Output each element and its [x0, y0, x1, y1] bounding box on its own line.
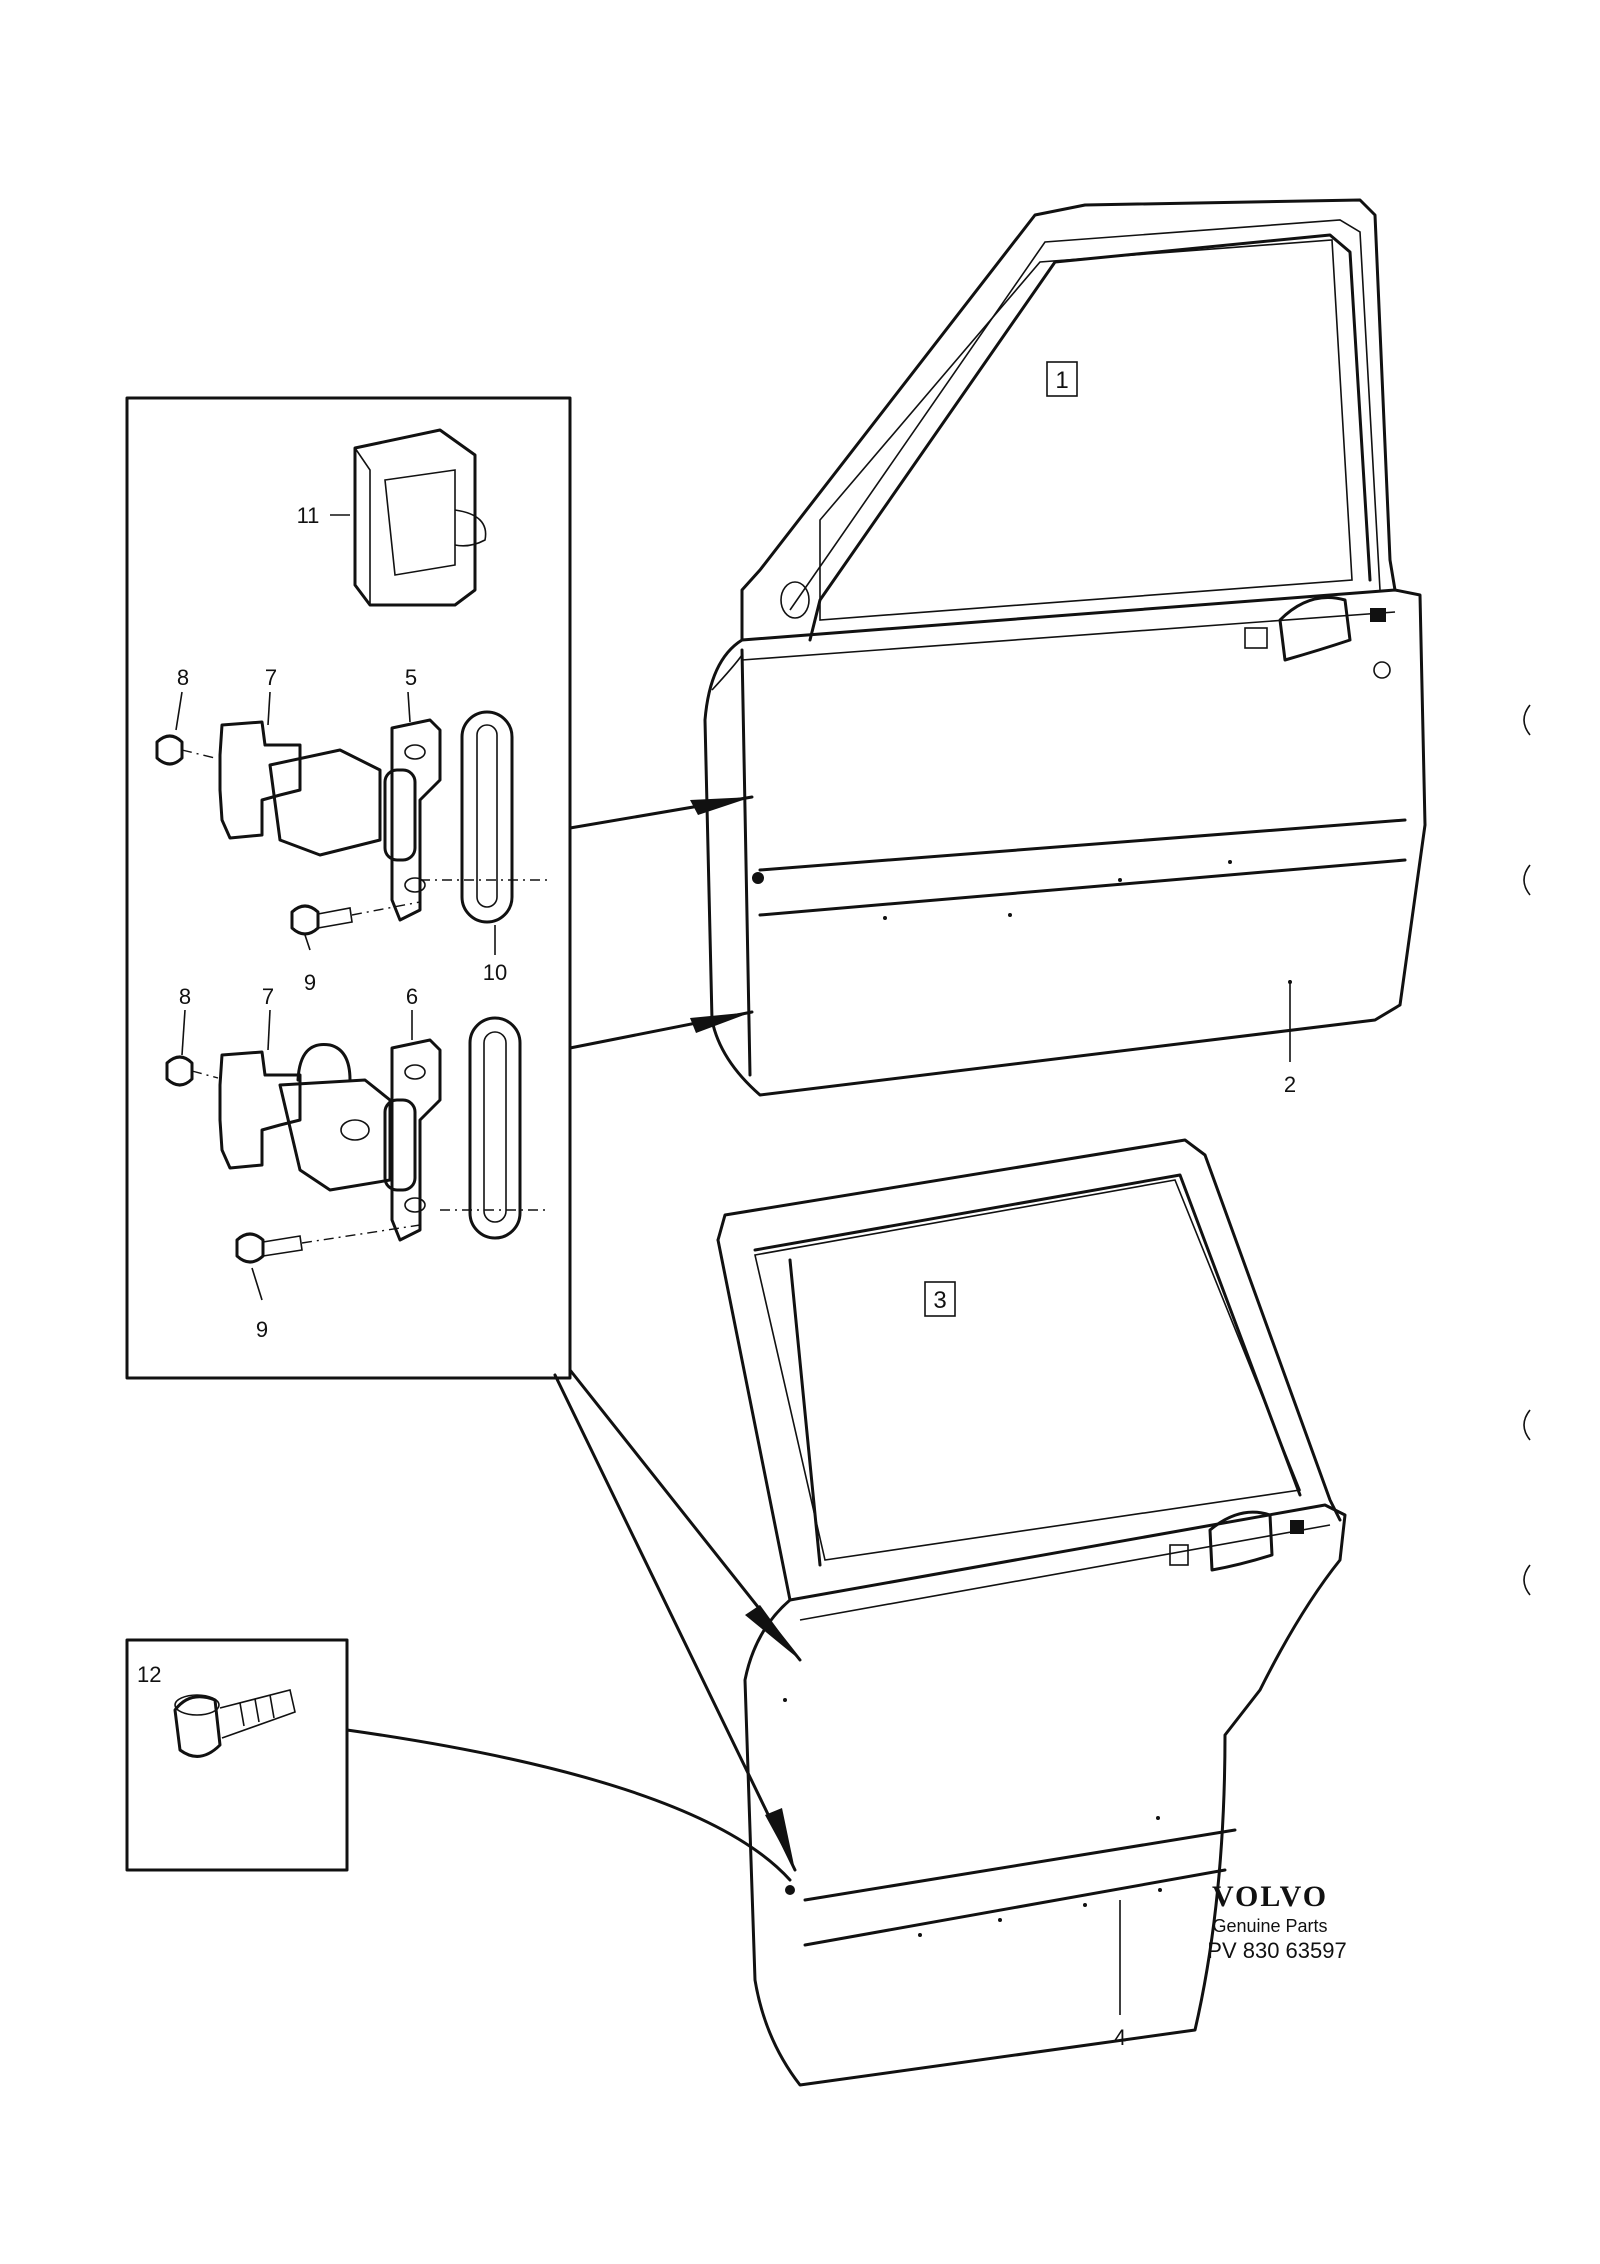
callout-9-lower: 9 [256, 1317, 268, 1342]
callout-1: 1 [1046, 361, 1078, 397]
callout-1-label: 1 [1055, 367, 1068, 394]
callout-5: 5 [405, 665, 417, 690]
front-door [568, 198, 1427, 1097]
rear-door [345, 1138, 1347, 2087]
part-11-clip [353, 428, 487, 607]
upper-hinge-group [155, 710, 548, 936]
margin-marks [1523, 704, 1531, 1596]
callout-3-label: 3 [933, 1287, 946, 1314]
lower-hinge-group [165, 1016, 548, 1264]
callout-2: 2 [1284, 1072, 1296, 1097]
part-code: PV 830 63597 [1207, 1938, 1347, 1963]
callout-3: 3 [924, 1281, 956, 1317]
volvo-logo: VOLVO [1211, 1880, 1329, 1913]
bolt-inset [125, 1638, 349, 1872]
callout-9-upper: 9 [304, 970, 316, 995]
callout-11: 11 [297, 503, 320, 528]
hinge-inset [125, 396, 572, 1380]
callout-8-lower: 8 [179, 984, 191, 1009]
callout-4: 4 [1114, 2025, 1126, 2050]
inset-leaders [175, 514, 496, 1301]
callout-12: 12 [137, 1662, 161, 1687]
callout-8-upper: 8 [177, 665, 189, 690]
callout-7-upper: 7 [265, 665, 277, 690]
brand-subtitle: Genuine Parts [1212, 1916, 1328, 1936]
door-leaders [1119, 980, 1291, 2015]
callout-10: 10 [483, 960, 507, 985]
callout-6: 6 [406, 984, 418, 1009]
callout-7-lower: 7 [262, 984, 274, 1009]
